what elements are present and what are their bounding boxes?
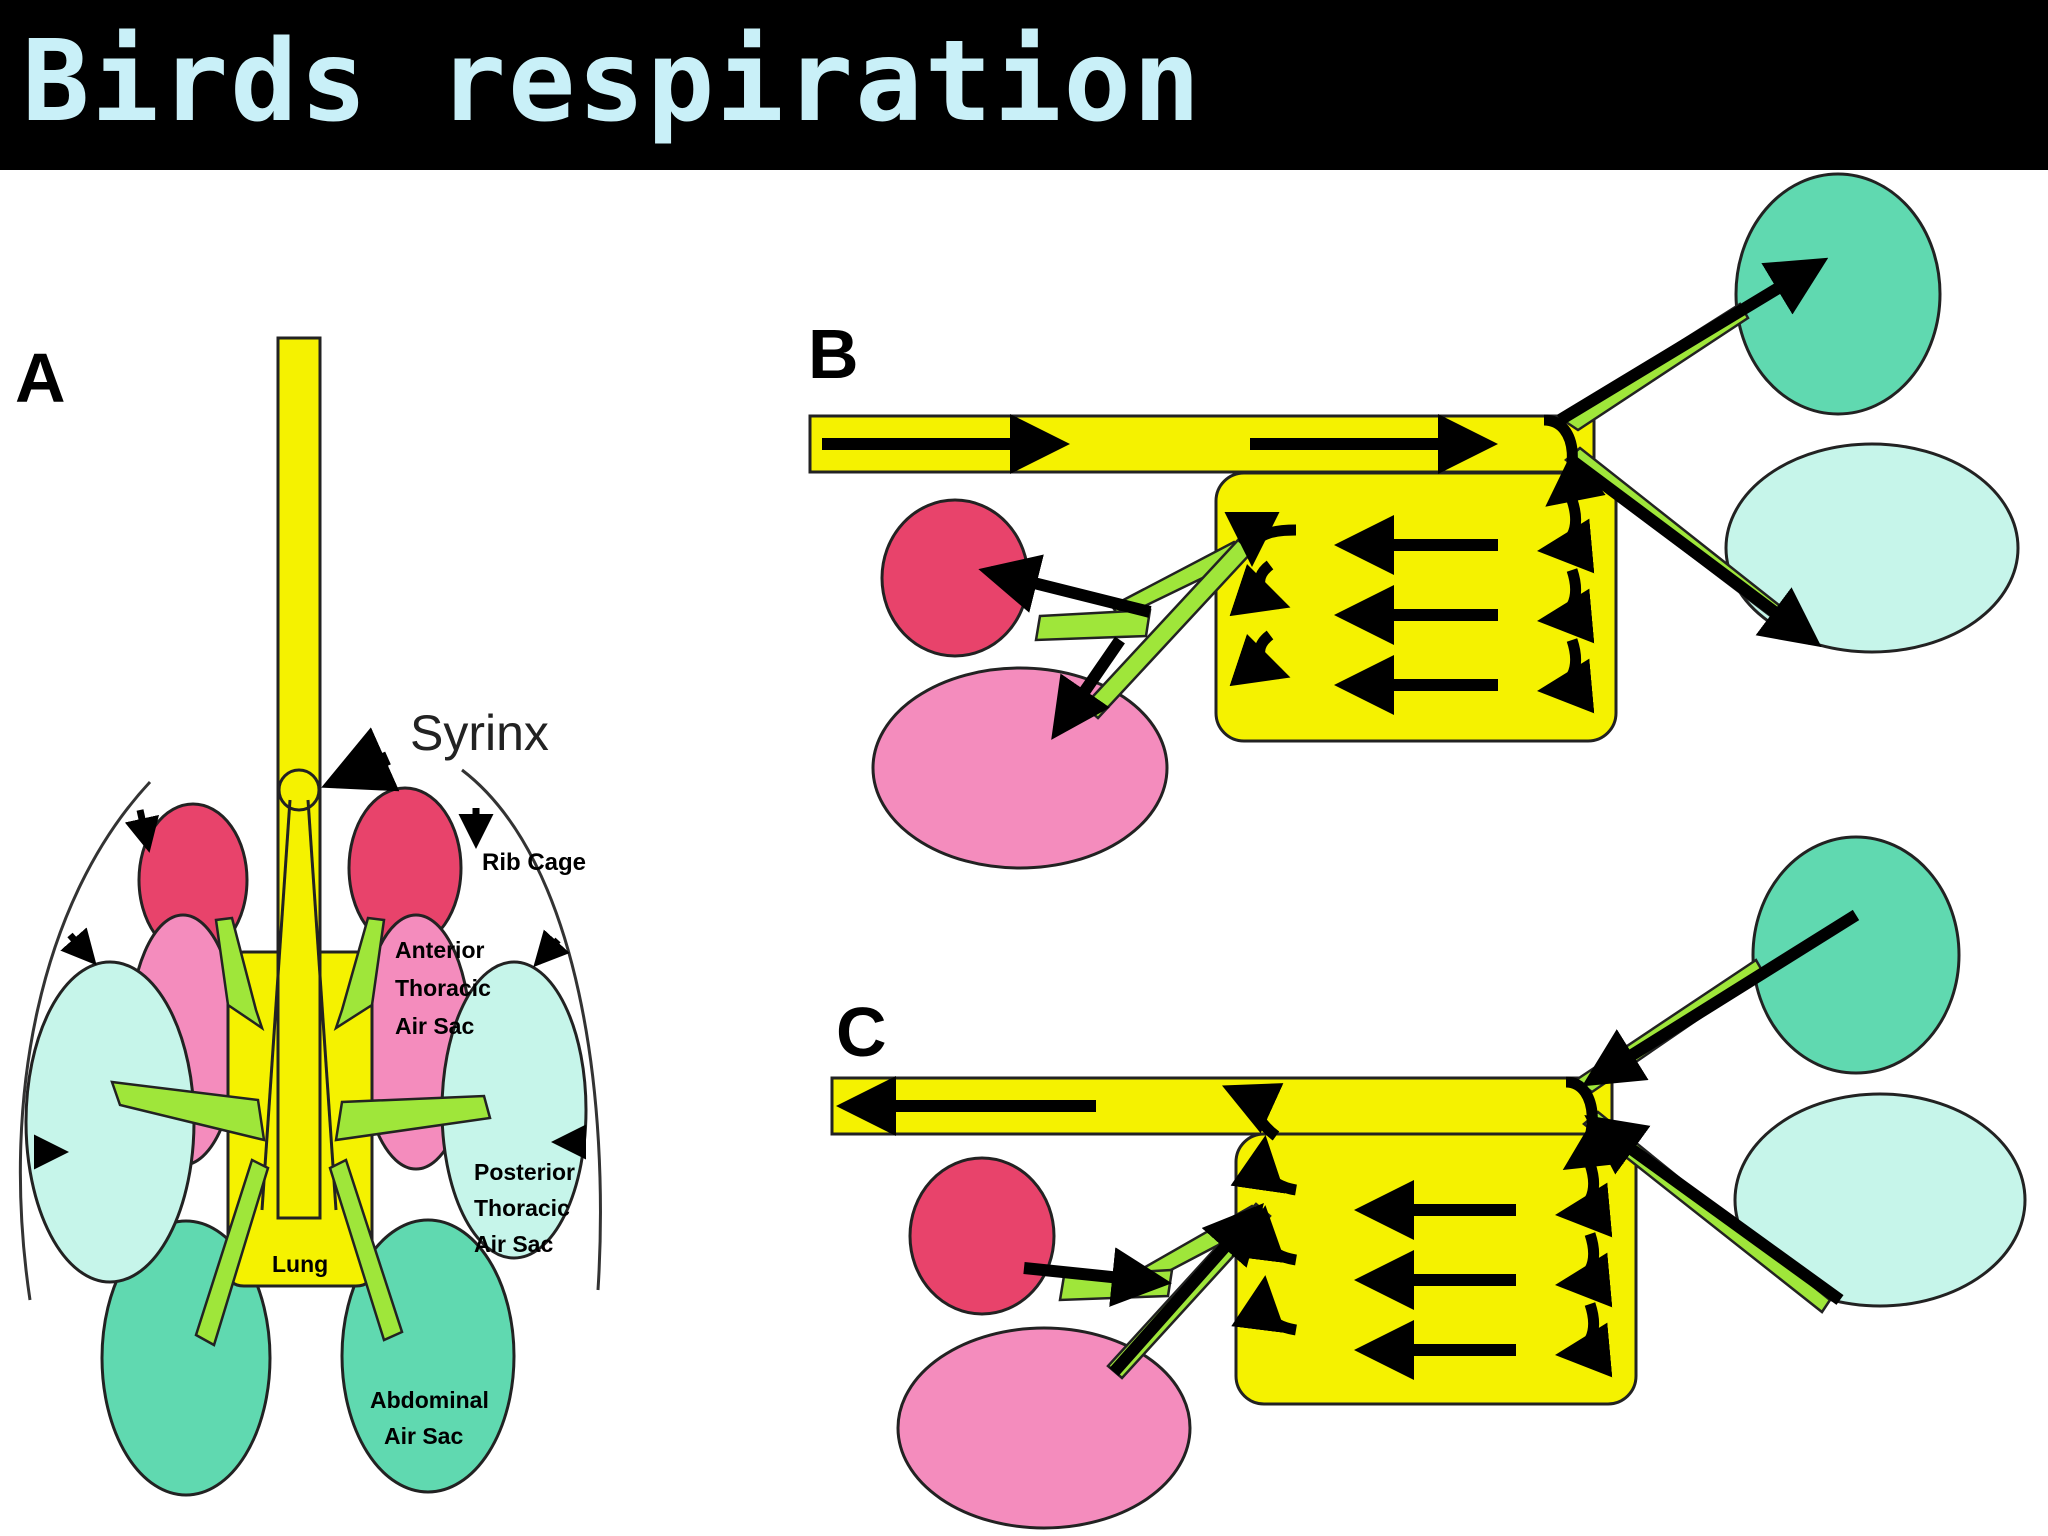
- syrinx-arrow: [321, 727, 400, 792]
- panel-a: A: [15, 336, 602, 1497]
- posterior-label-1: Posterior: [474, 1159, 575, 1185]
- abdominal-label-1: Abdominal: [370, 1387, 489, 1413]
- abdominal-sac-c: [1751, 835, 1961, 1075]
- lung-b: [1214, 471, 1618, 743]
- airflow-arrows-b: [822, 257, 1829, 740]
- airflow-arrows-c: [836, 909, 1860, 1380]
- anterior-label-2: Thoracic: [395, 975, 491, 1001]
- anterior-label-3: Air Sac: [395, 1013, 474, 1039]
- lung-c: [1234, 1132, 1638, 1406]
- panel-b-letter: B: [808, 315, 859, 393]
- syrinx: [277, 768, 321, 812]
- anterior-label-1: Anterior: [395, 937, 485, 963]
- bird-respiration-diagram: A: [15, 172, 2027, 1530]
- rib-cage-label: Rib Cage: [482, 849, 586, 876]
- rib-cage-left-line: [18, 780, 152, 1301]
- posterior-thoracic-air-sac-left: [24, 960, 196, 1284]
- panel-b: B: [808, 172, 2020, 870]
- posterior-label-2: Thoracic: [474, 1195, 570, 1221]
- loop-arrows-b: [1224, 414, 1606, 714]
- abdominal-label-2: Air Sac: [384, 1423, 463, 1449]
- rib-cage-right-line: [461, 768, 602, 1291]
- lung-label: Lung: [272, 1251, 328, 1277]
- posterior-sac-b: [1724, 442, 2020, 654]
- anterior-pink-sac-c: [896, 1326, 1192, 1530]
- rib-cage-arrows: [34, 808, 586, 1170]
- panel-a-letter: A: [15, 339, 66, 417]
- bronchi: [110, 916, 492, 1347]
- abdominal-sac-b: [1734, 172, 1942, 416]
- title-bar: Birds respiration: [0, 0, 2048, 170]
- syrinx-label: Syrinx: [410, 705, 549, 761]
- posterior-sac-c: [1733, 1092, 2027, 1308]
- posterior-label-3: Air Sac: [474, 1231, 553, 1257]
- slide-title: Birds respiration: [22, 17, 1203, 147]
- panel-c-letter: C: [836, 993, 887, 1071]
- anterior-red-sac-c: [908, 1156, 1056, 1316]
- panel-c: C: [830, 835, 2027, 1530]
- loop-arrows-c: [1221, 1076, 1624, 1378]
- anterior-pink-sac-b: [871, 666, 1169, 870]
